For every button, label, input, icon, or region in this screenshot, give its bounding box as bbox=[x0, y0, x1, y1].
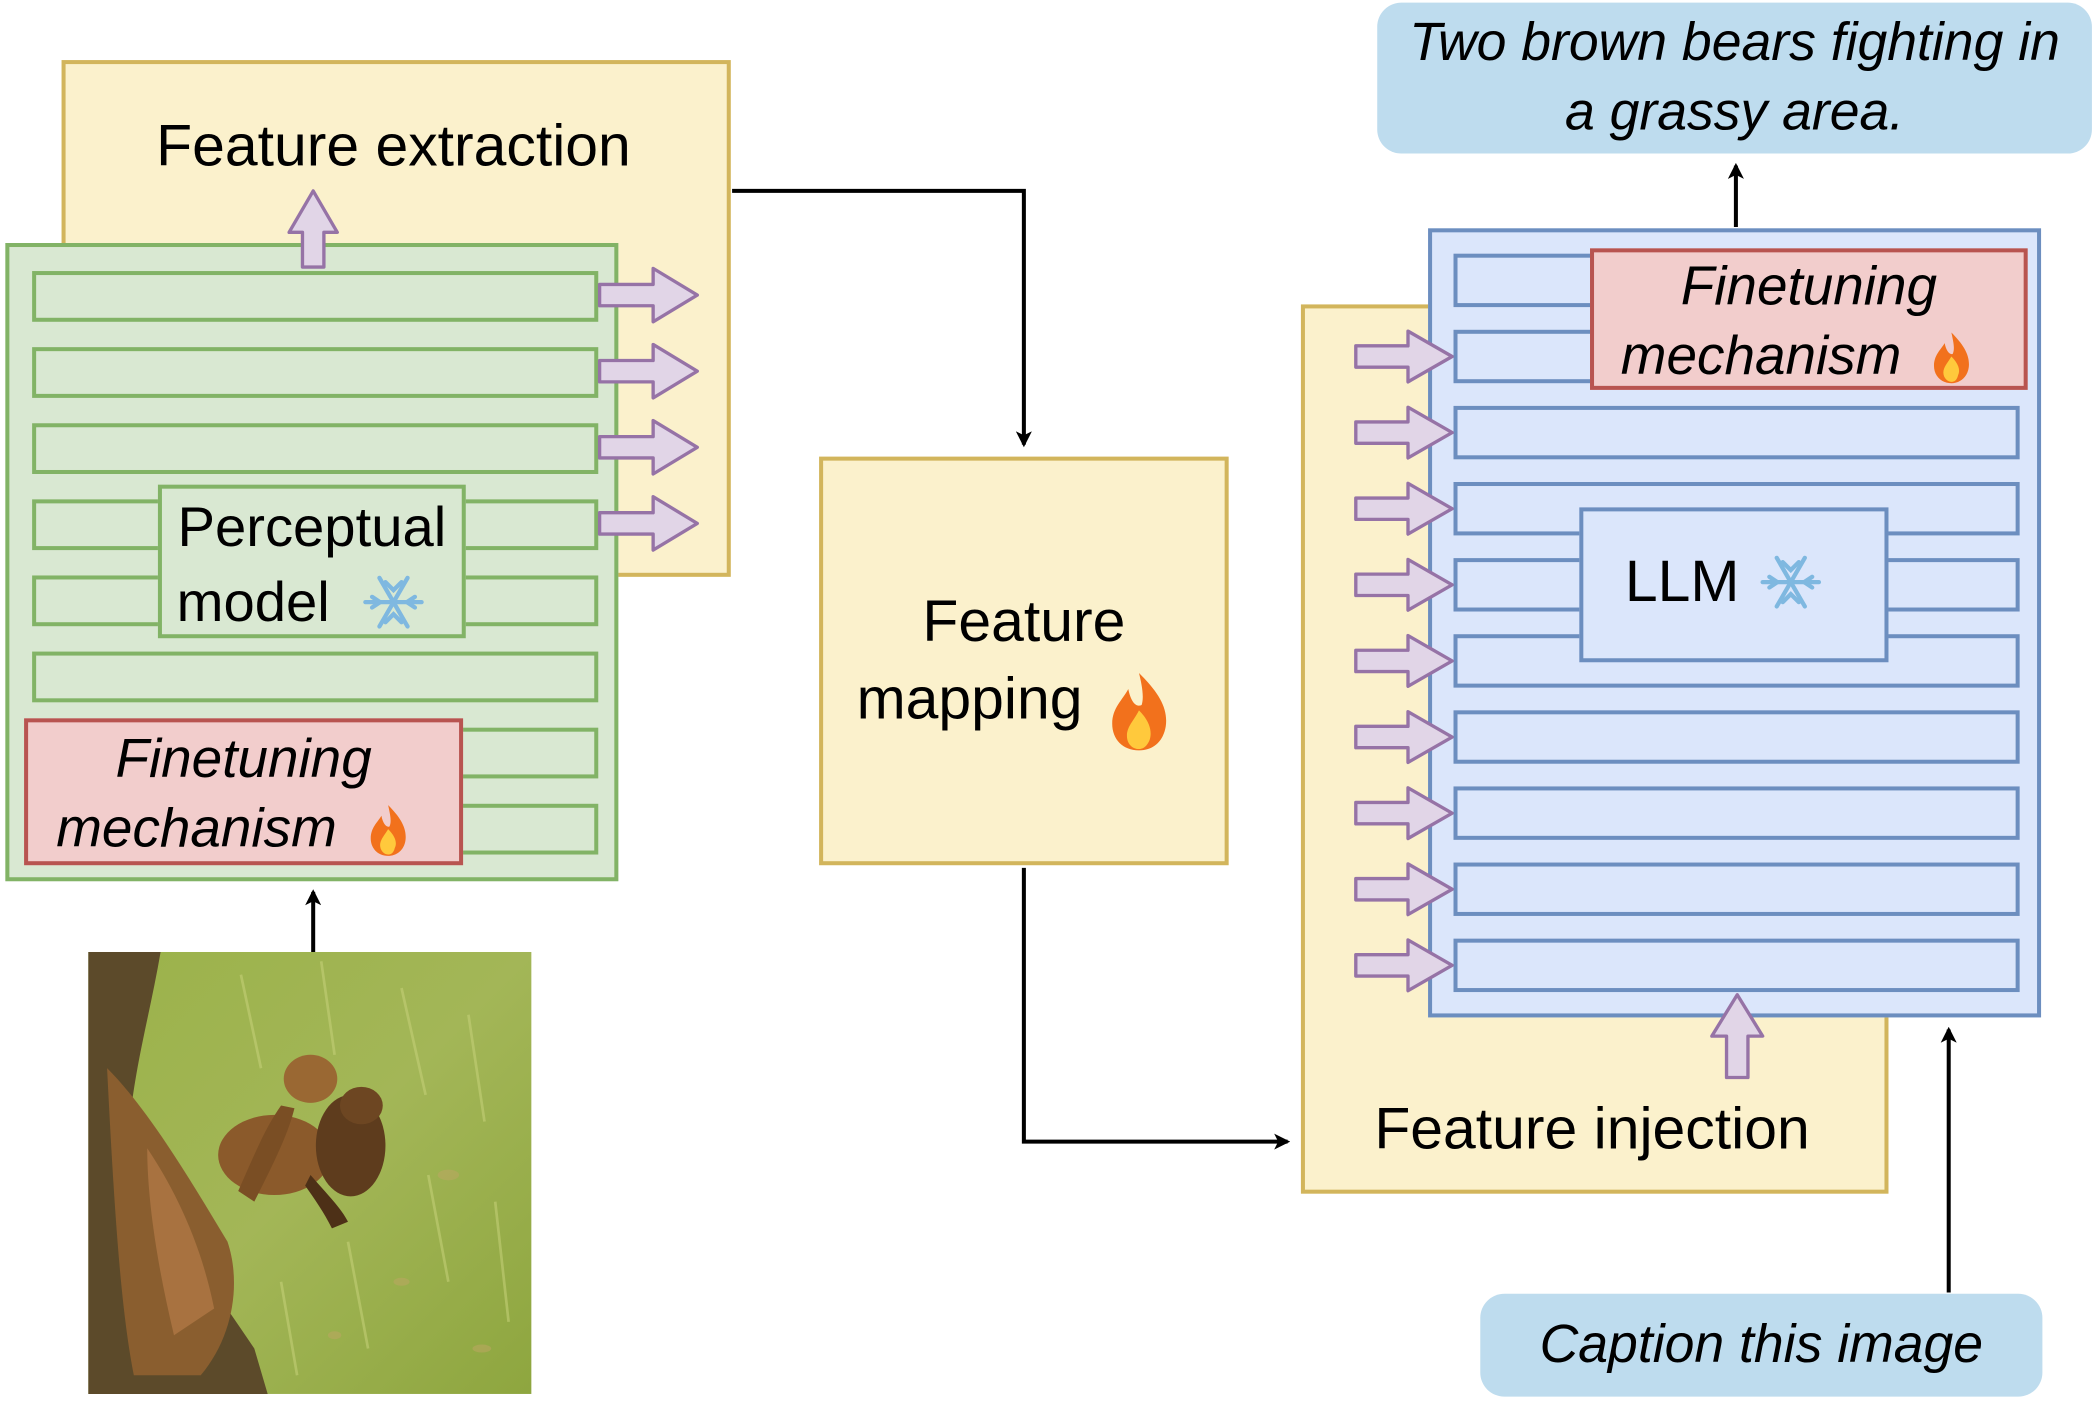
block-arrow-right bbox=[597, 342, 699, 400]
llm-layer-bar bbox=[1453, 862, 2020, 916]
block-arrow-right bbox=[597, 495, 699, 552]
feature-mapping-label-line2: mapping bbox=[856, 666, 1083, 732]
flame-icon bbox=[370, 805, 406, 856]
input-prompt-bubble bbox=[1480, 1293, 2043, 1397]
block-arrow-right bbox=[1354, 633, 1454, 688]
block-arrow-right bbox=[1354, 938, 1454, 993]
block-arrow-right bbox=[1354, 329, 1454, 384]
feature-injection-label: Feature injection bbox=[1374, 1096, 1810, 1162]
block-arrow-up bbox=[287, 189, 339, 269]
layer-bar bbox=[32, 271, 599, 322]
layer-bar bbox=[32, 347, 599, 398]
block-arrow-right bbox=[1354, 709, 1454, 765]
block-arrow-up bbox=[1710, 993, 1765, 1080]
input-prompt-label: Caption this image bbox=[1539, 1315, 1984, 1374]
feature-extraction-label: Feature extraction bbox=[156, 113, 631, 179]
block-arrow-right bbox=[1354, 786, 1454, 841]
llm-layer-bar bbox=[1453, 938, 2020, 993]
block-arrow-right bbox=[1354, 405, 1454, 460]
block-arrow-right bbox=[597, 266, 699, 324]
finetuning-label-line2: mechanism bbox=[1620, 324, 1902, 386]
finetuning-label-line2: mechanism bbox=[56, 797, 337, 859]
feature-mapping-box bbox=[819, 456, 1229, 866]
output-caption-line2: a grassy area. bbox=[1564, 82, 1905, 142]
connector-extraction-to-mapping bbox=[732, 188, 1032, 448]
flame-icon bbox=[1112, 672, 1167, 751]
llm-box bbox=[1579, 507, 1889, 663]
finetuning-label-line1: Finetuning bbox=[1680, 255, 1937, 317]
perceptual-model-box bbox=[157, 484, 466, 639]
perceptual-model-label-line2: model bbox=[176, 570, 330, 633]
block-arrow-right bbox=[597, 418, 699, 476]
connector-mapping-to-injection bbox=[1021, 867, 1291, 1150]
finetuning-label-line1: Finetuning bbox=[115, 727, 372, 790]
llm-layer-bar bbox=[1453, 786, 2020, 840]
output-caption-bubble bbox=[1377, 2, 2092, 154]
llm-layer-bar bbox=[1453, 710, 2020, 764]
layer-bar bbox=[32, 651, 599, 703]
feature-mapping-label-line1: Feature bbox=[922, 588, 1126, 655]
perceptual-model-label-line1: Perceptual bbox=[177, 495, 447, 559]
llm-layer-bar bbox=[1453, 405, 2020, 460]
flame-icon bbox=[1933, 332, 1969, 384]
block-arrow-right bbox=[1354, 481, 1454, 536]
block-arrow-right bbox=[1354, 862, 1454, 917]
input-image-bears bbox=[88, 951, 532, 1394]
output-caption-line1: Two brown bears fighting in bbox=[1409, 13, 2060, 73]
layer-bar bbox=[32, 423, 599, 474]
block-arrow-right bbox=[1354, 557, 1454, 612]
llm-label: LLM bbox=[1624, 548, 1740, 615]
